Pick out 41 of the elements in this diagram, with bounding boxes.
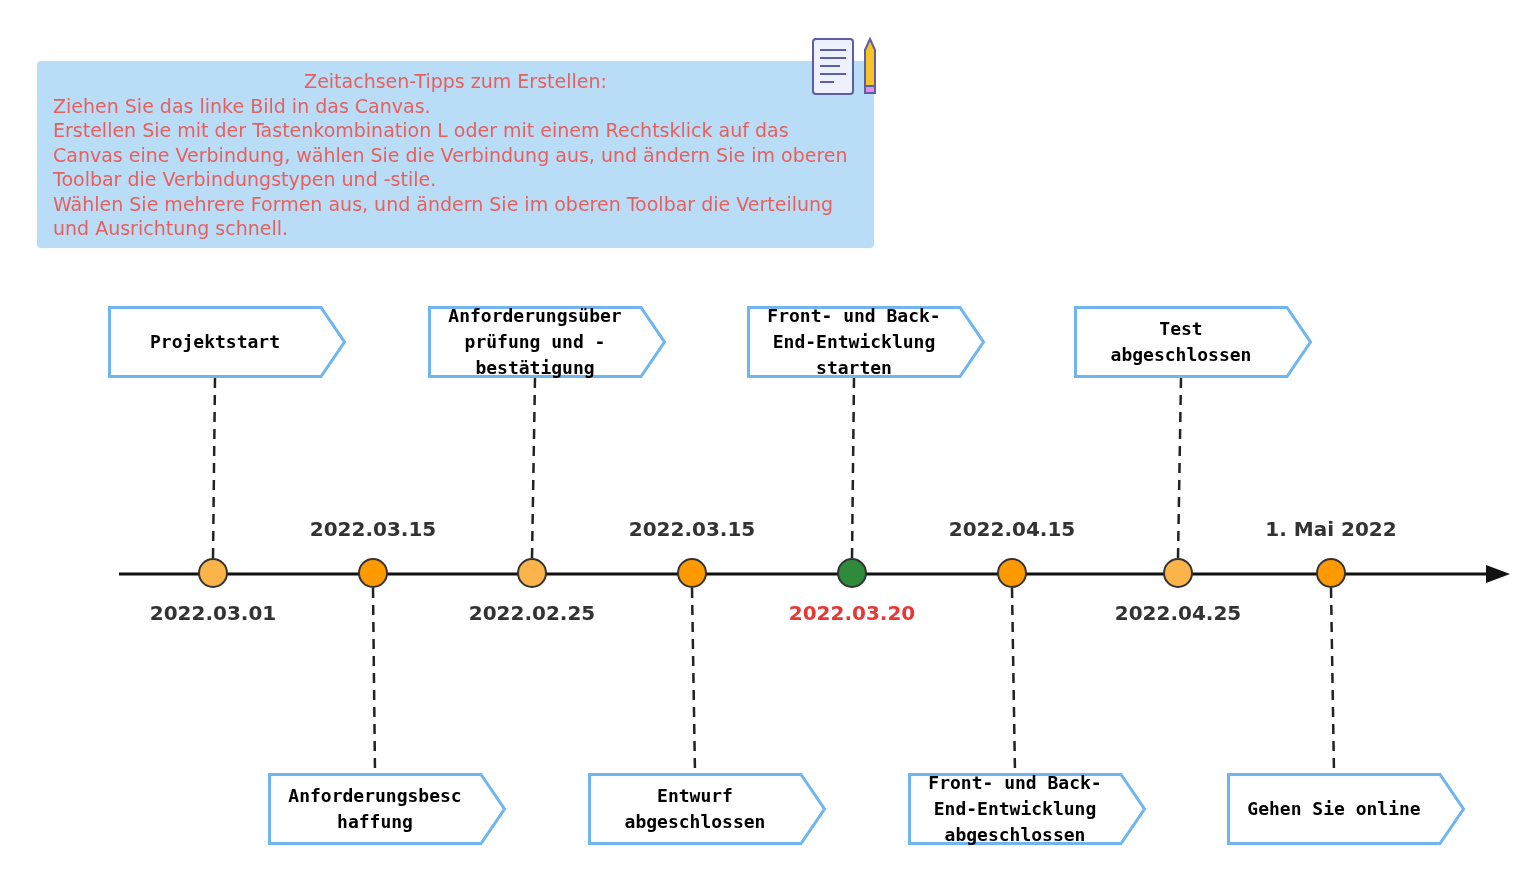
milestone-dot <box>677 558 707 588</box>
milestone-label: Entwurf abgeschlossen <box>623 784 767 834</box>
milestone-box <box>1227 773 1465 845</box>
milestone-label: Front- und Back- End-Entwicklung starten <box>766 304 942 380</box>
tips-text: Wählen Sie mehrere Formen aus, und ändern Sie im oberen Toolbar die Verteilung und Ausrichtung schnell. <box>53 191 835 241</box>
milestone-box <box>588 773 826 845</box>
milestone-dot <box>1316 558 1346 588</box>
milestone-dot <box>1163 558 1193 588</box>
dashed-connector <box>211 378 217 558</box>
milestone-dot <box>517 558 547 588</box>
date-label: 2022.03.01 <box>149 601 277 625</box>
date-label: 2022.03.15 <box>309 517 437 541</box>
milestone-label: Anforderungsüber prüfung und - bestätigung <box>447 304 623 380</box>
dashed-connector <box>530 377 537 559</box>
date-label: 2022.04.25 <box>1114 601 1242 625</box>
milestone-dot <box>837 558 867 588</box>
milestone-label: Anforderungsbesc haffung <box>287 784 463 834</box>
date-label: 1. Mai 2022 <box>1265 517 1397 541</box>
milestone-label: Projektstart <box>148 330 281 354</box>
milestone-dot <box>358 558 388 588</box>
date-label: 2022.04.15 <box>948 517 1076 541</box>
milestone-box <box>428 306 666 378</box>
dashed-connector <box>850 378 856 558</box>
milestone-box <box>268 773 506 845</box>
milestone-label: Test abgeschlossen <box>1109 317 1253 367</box>
tips-panel <box>37 61 874 248</box>
milestone-box <box>908 773 1146 845</box>
date-label: 2022.02.25 <box>468 601 596 625</box>
tips-text: Erstellen Sie mit der Tastenkombination L oder mit einem Rechtsklick auf das Canvas eine Verbindung, wählen Sie die Verbindung aus, und ändern Sie im oberen Toolbar die Verbindungstypen und -stile. <box>53 118 849 192</box>
milestone-box <box>747 306 985 378</box>
dashed-connector <box>1176 377 1183 559</box>
milestone-dot <box>198 558 228 588</box>
milestone-box <box>1074 306 1312 378</box>
tips-text: Ziehen Sie das linke Bild in das Canvas. <box>53 93 432 118</box>
tips-heading: Zeitachsen-Tipps zum Erstellen: <box>303 69 608 94</box>
milestone-label: Gehen Sie online <box>1246 797 1422 821</box>
date-label: 2022.03.20 <box>788 601 916 625</box>
milestone-label: Front- und Back- End-Entwicklung abgeschlossen <box>927 771 1103 847</box>
milestone-box <box>108 306 346 378</box>
milestone-dot <box>997 558 1027 588</box>
date-label: 2022.03.15 <box>628 517 756 541</box>
